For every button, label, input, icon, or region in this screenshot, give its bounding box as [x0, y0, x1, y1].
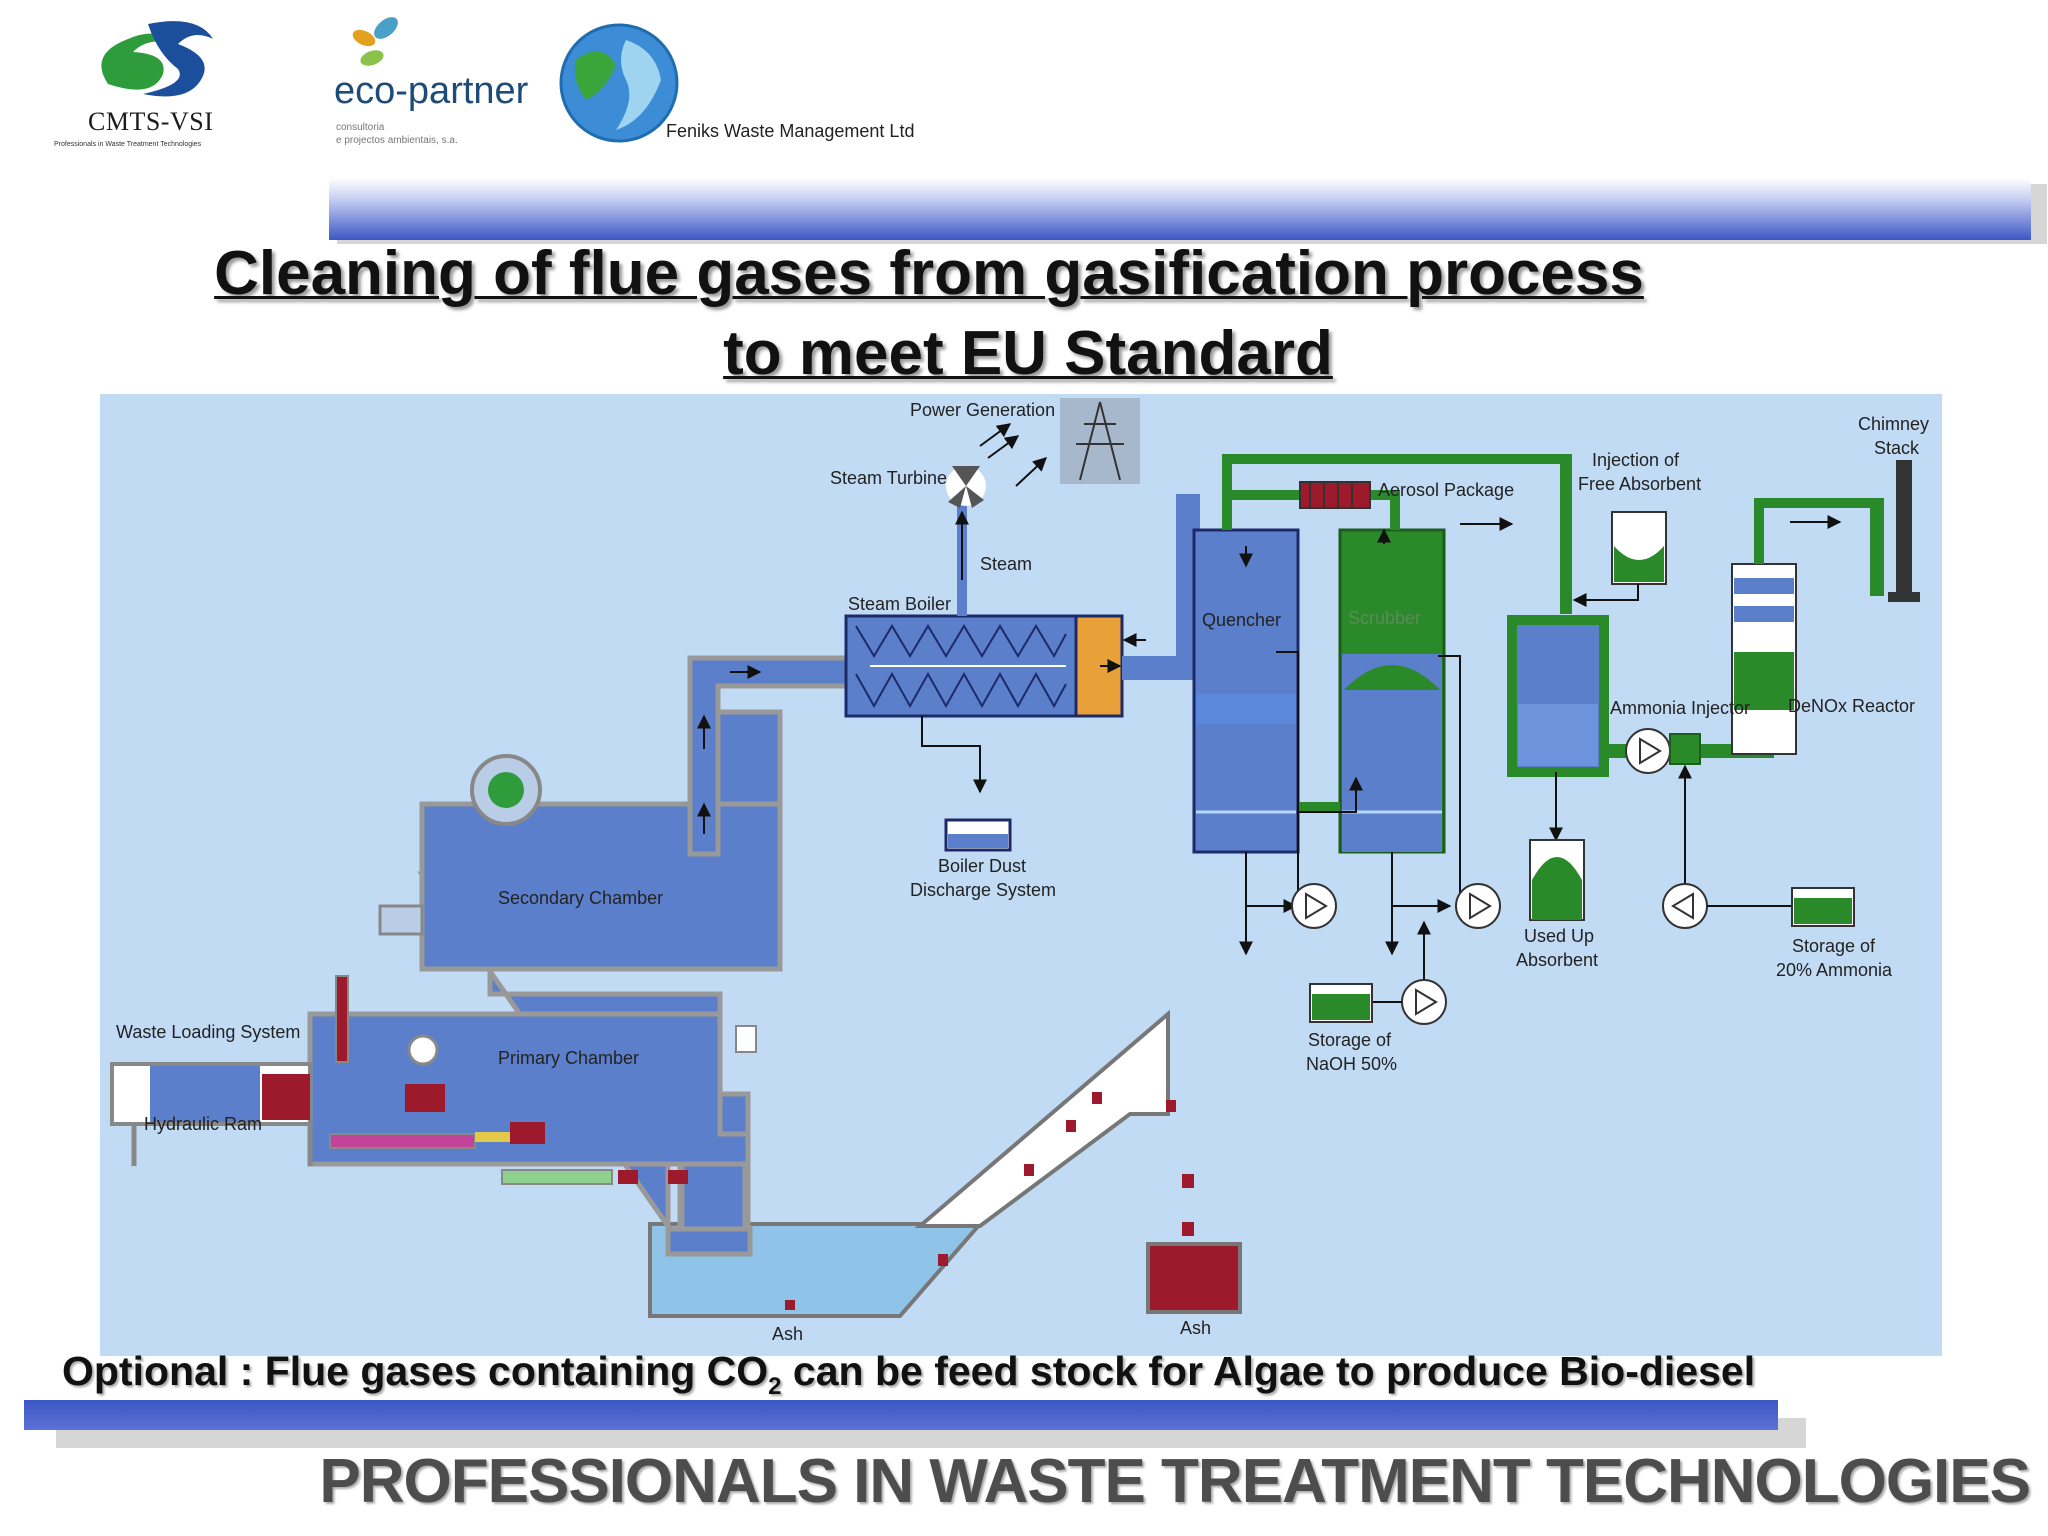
label-steam-boiler: Steam Boiler	[848, 594, 951, 614]
label-hydraulic-ram: Hydraulic Ram	[144, 1114, 262, 1134]
top-banner	[329, 178, 2031, 240]
label-boiler-dust-1: Boiler Dust	[938, 856, 1026, 876]
eco-partner-leaf-icon	[336, 6, 416, 76]
label-injection-1: Injection of	[1592, 450, 1680, 470]
bottom-banner	[24, 1400, 1778, 1430]
label-storage-ammonia-1: Storage of	[1792, 936, 1876, 956]
label-storage-naoh-2: NaOH 50%	[1306, 1054, 1397, 1074]
label-scrubber: Scrubber	[1348, 608, 1421, 628]
burner-block	[405, 1084, 445, 1112]
scrubber-pump-icon	[1455, 883, 1501, 929]
label-storage-ammonia-2: 20% Ammonia	[1776, 960, 1893, 980]
inspection-port	[735, 1025, 757, 1053]
label-chimney-1: Chimney	[1858, 414, 1929, 434]
feniks-globe-icon	[556, 20, 682, 146]
ash-conveyor	[914, 1009, 1170, 1228]
eco-partner-logo-name: eco-partner	[334, 70, 529, 112]
label-ash-left: Ash	[772, 1324, 803, 1344]
label-primary-chamber: Primary Chamber	[498, 1048, 639, 1068]
feed-gate	[335, 975, 349, 1063]
aerosol-package-unit	[1299, 481, 1371, 509]
hydraulic-ram-piston	[150, 1066, 260, 1122]
grate-pink	[329, 1133, 476, 1149]
burner-fan-rotor	[488, 772, 524, 808]
burner-icon	[407, 1034, 439, 1066]
page-title-line2: to meet EU Standard	[723, 319, 1333, 388]
label-denox-reactor: DeNOx Reactor	[1788, 696, 1915, 716]
process-diagram-svg: Power Generation Steam Turbine Steam Ste…	[100, 394, 1942, 1356]
ammonia-storage-pump-icon	[1662, 883, 1708, 929]
quencher-vessel	[1192, 528, 1300, 854]
quencher-pump-icon	[1291, 883, 1337, 929]
page-title-line1: Cleaning of flue gases from gasification…	[0, 238, 2048, 309]
label-quencher: Quencher	[1202, 610, 1281, 630]
side-port	[378, 904, 424, 936]
grate-green	[501, 1169, 613, 1185]
ash-chute	[679, 1161, 748, 1232]
grate-block-1	[510, 1122, 545, 1144]
primary-chamber	[307, 1011, 751, 1227]
eco-sub-line1: consultoria	[336, 122, 385, 133]
label-storage-naoh-1: Storage of	[1308, 1030, 1392, 1050]
power-pylon-image	[1060, 398, 1140, 484]
waste-charge	[262, 1074, 310, 1120]
eco-partner-logo-sub: consultoria e projectos ambientais, s.a.	[336, 121, 458, 147]
ash-bin	[1146, 1242, 1242, 1314]
label-waste-loading-system: Waste Loading System	[116, 1022, 300, 1042]
optional-note-prefix: Optional : Flue gases containing CO	[62, 1348, 769, 1394]
label-ammonia-injector: Ammonia Injector	[1610, 698, 1750, 718]
label-used-up-1: Used Up	[1524, 926, 1594, 946]
label-steam: Steam	[980, 554, 1032, 574]
footer-tagline: PROFESSIONALS IN WASTE TREATMENT TECHNOL…	[319, 1447, 2031, 1516]
secondary-chamber	[419, 801, 783, 972]
label-boiler-dust-2: Discharge System	[910, 880, 1056, 900]
label-steam-turbine: Steam Turbine	[830, 468, 947, 488]
eco-sub-line2: e projectos ambientais, s.a.	[336, 135, 458, 146]
naoh-pump-icon	[1401, 979, 1447, 1025]
label-chimney-2: Stack	[1874, 438, 1920, 458]
ammonia-pump-icon	[1625, 728, 1671, 774]
optional-note-subscript: 2	[768, 1373, 782, 1401]
label-used-up-2: Absorbent	[1516, 950, 1598, 970]
optional-note-suffix: can be feed stock for Algae to produce B…	[781, 1348, 1756, 1394]
ammonia-injector	[1669, 733, 1701, 765]
process-diagram: Power Generation Steam Turbine Steam Ste…	[100, 394, 1942, 1356]
optional-note: Optional : Flue gases containing CO2 can…	[62, 1348, 1755, 1401]
duct-to-quencher	[1122, 494, 1200, 680]
feniks-logo-name: Feniks Waste Management Ltd	[666, 121, 915, 141]
cmts-logo	[88, 14, 228, 104]
chimney-stack	[1896, 460, 1912, 600]
label-aerosol-package: Aerosol Package	[1378, 480, 1514, 500]
cmts-logo-icon	[101, 21, 213, 97]
green-duct-chimney	[1754, 498, 1884, 596]
label-injection-2: Free Absorbent	[1578, 474, 1701, 494]
ash-particles	[785, 1092, 1194, 1310]
cmts-logo-tagline: Professionals in Waste Treatment Technol…	[54, 141, 202, 148]
cmts-logo-name: CMTS-VSI	[88, 107, 214, 136]
title-line1-text: Cleaning of flue gases from gasification…	[214, 239, 1644, 308]
label-secondary-chamber: Secondary Chamber	[498, 888, 663, 908]
label-power-generation: Power Generation	[910, 400, 1055, 420]
label-ash-right: Ash	[1180, 1318, 1211, 1338]
